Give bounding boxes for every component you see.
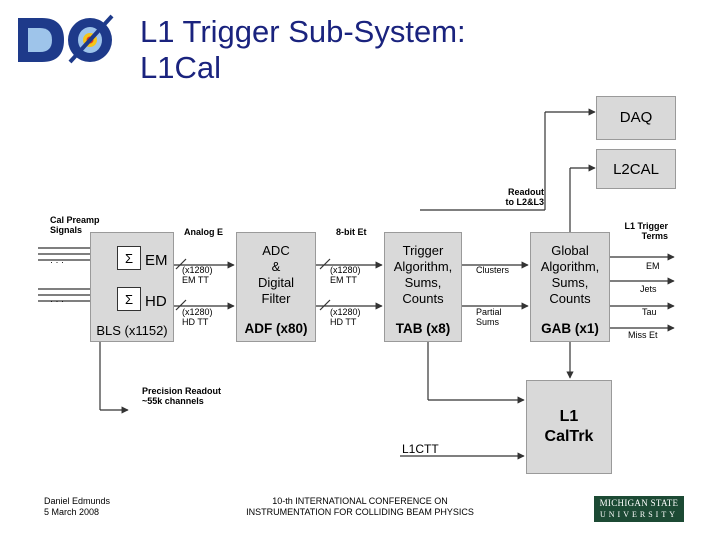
title-line-2: L1Cal bbox=[140, 50, 221, 85]
tab-line-2: Algorithm, bbox=[393, 259, 453, 274]
l2cal-label: L2CAL bbox=[613, 161, 659, 178]
l1-terms-line-1: L1 Trigger bbox=[624, 221, 668, 231]
partial-sums-line-2: Sums bbox=[476, 317, 500, 327]
daq-box: DAQ bbox=[596, 96, 676, 140]
hd-tt-out-line-1: (x1280) bbox=[330, 307, 361, 317]
footer-author: Daniel Edmunds 5 March 2008 bbox=[44, 496, 110, 518]
cal-preamp-line-2: Signals bbox=[50, 225, 83, 235]
em-tt-in-line-1: (x1280) bbox=[182, 265, 213, 275]
bls-hd-label: HD bbox=[145, 293, 167, 310]
l1-caltrk-box: L1 CalTrk bbox=[526, 380, 612, 474]
sigma-em-label: Σ bbox=[124, 251, 134, 266]
partial-sums-line-1: Partial bbox=[476, 307, 502, 317]
adf-name: ADF (x80) bbox=[244, 321, 308, 336]
adf-line-4: Filter bbox=[261, 291, 291, 306]
l1-terms-line-2: Terms bbox=[641, 231, 668, 241]
gab-line-3: Sums, bbox=[551, 275, 589, 290]
output-tau-label: Tau bbox=[642, 307, 657, 317]
msu-line-2: UNIVERSITY bbox=[600, 510, 678, 519]
l2cal-box: L2CAL bbox=[596, 149, 676, 189]
tab-line-1: Trigger bbox=[402, 243, 444, 258]
msu-logo: MICHIGAN STATE UNIVERSITY bbox=[594, 496, 684, 522]
gab-line-4: Counts bbox=[549, 291, 591, 306]
tab-line-3: Sums, bbox=[404, 275, 442, 290]
output-jets-label: Jets bbox=[640, 284, 657, 294]
tab-box: Trigger Algorithm, Sums, Counts TAB (x8) bbox=[384, 232, 462, 342]
bls-hd-sigma-box: Σ bbox=[117, 287, 141, 311]
page-title: L1 Trigger Sub-System: L1Cal bbox=[140, 14, 466, 86]
hd-tt-in-label: (x1280) HD TT bbox=[182, 307, 213, 327]
l1-caltrk-line-1: L1 bbox=[559, 408, 579, 425]
adf-line-1: ADC bbox=[262, 243, 290, 258]
precision-line-2: ~55k channels bbox=[142, 396, 204, 406]
cal-preamp-line-1: Cal Preamp bbox=[50, 215, 100, 225]
author-date: 5 March 2008 bbox=[44, 507, 100, 517]
adf-line-3: Digital bbox=[257, 275, 295, 290]
msu-line-1: MICHIGAN STATE bbox=[599, 498, 679, 508]
l1-trigger-terms-label: L1 Trigger Terms bbox=[612, 221, 668, 241]
em-tt-in-label: (x1280) EM TT bbox=[182, 265, 213, 285]
adf-line-2: & bbox=[271, 259, 281, 274]
readout-line-1: Readout bbox=[508, 187, 544, 197]
bls-em-sigma-box: Σ bbox=[117, 246, 141, 270]
conference-line-2: INSTRUMENTATION FOR COLLIDING BEAM PHYSI… bbox=[246, 507, 474, 517]
output-miss-et-label: Miss Et bbox=[628, 330, 658, 340]
sigma-hd-label: Σ bbox=[124, 292, 134, 307]
d0-logo bbox=[12, 8, 120, 68]
dots-em: · · · bbox=[50, 257, 64, 267]
tab-line-4: Counts bbox=[402, 291, 444, 306]
gab-line-2: Algorithm, bbox=[540, 259, 600, 274]
eight-bit-et-label: 8-bit Et bbox=[336, 227, 367, 237]
dots-hd: · · · bbox=[50, 296, 64, 306]
l1-caltrk-line-2: CalTrk bbox=[544, 428, 594, 445]
cal-preamp-label: Cal Preamp Signals bbox=[50, 215, 100, 235]
footer-conference: 10-th INTERNATIONAL CONFERENCE ON INSTRU… bbox=[210, 496, 510, 518]
clusters-label: Clusters bbox=[476, 265, 510, 275]
em-tt-out-line-2: EM TT bbox=[330, 275, 357, 285]
gab-line-1: Global bbox=[551, 243, 589, 258]
readout-label: Readout to L2&L3 bbox=[496, 187, 544, 207]
conference-line-1: 10-th INTERNATIONAL CONFERENCE ON bbox=[272, 496, 448, 506]
hd-tt-in-line-2: HD TT bbox=[182, 317, 209, 327]
bls-name: BLS (x1152) bbox=[96, 323, 168, 338]
daq-label: DAQ bbox=[619, 109, 653, 126]
em-tt-out-label: (x1280) EM TT bbox=[330, 265, 361, 285]
adf-box: ADC & Digital Filter ADF (x80) bbox=[236, 232, 316, 342]
hd-tt-in-line-1: (x1280) bbox=[182, 307, 213, 317]
l1ctt-label: L1CTT bbox=[402, 442, 439, 456]
author-name: Daniel Edmunds bbox=[44, 496, 111, 506]
d0-logo-graphic bbox=[18, 14, 114, 64]
em-tt-out-line-1: (x1280) bbox=[330, 265, 361, 275]
partial-sums-label: Partial Sums bbox=[476, 307, 502, 327]
gab-name: GAB (x1) bbox=[541, 321, 599, 336]
precision-line-1: Precision Readout bbox=[142, 386, 222, 396]
tab-name: TAB (x8) bbox=[395, 321, 451, 336]
precision-readout-label: Precision Readout ~55k channels bbox=[142, 386, 221, 406]
readout-line-2: to L2&L3 bbox=[505, 197, 544, 207]
hd-tt-out-line-2: HD TT bbox=[330, 317, 357, 327]
gab-box: Global Algorithm, Sums, Counts GAB (x1) bbox=[530, 232, 610, 342]
em-tt-in-line-2: EM TT bbox=[182, 275, 209, 285]
bls-em-label: EM bbox=[145, 252, 168, 269]
bls-box: Σ EM Σ HD BLS (x1152) bbox=[90, 232, 174, 342]
analog-e-label: Analog E bbox=[184, 227, 224, 237]
title-line-1: L1 Trigger Sub-System: bbox=[140, 14, 466, 49]
hd-tt-out-label: (x1280) HD TT bbox=[330, 307, 361, 327]
output-em-label: EM bbox=[646, 261, 660, 271]
